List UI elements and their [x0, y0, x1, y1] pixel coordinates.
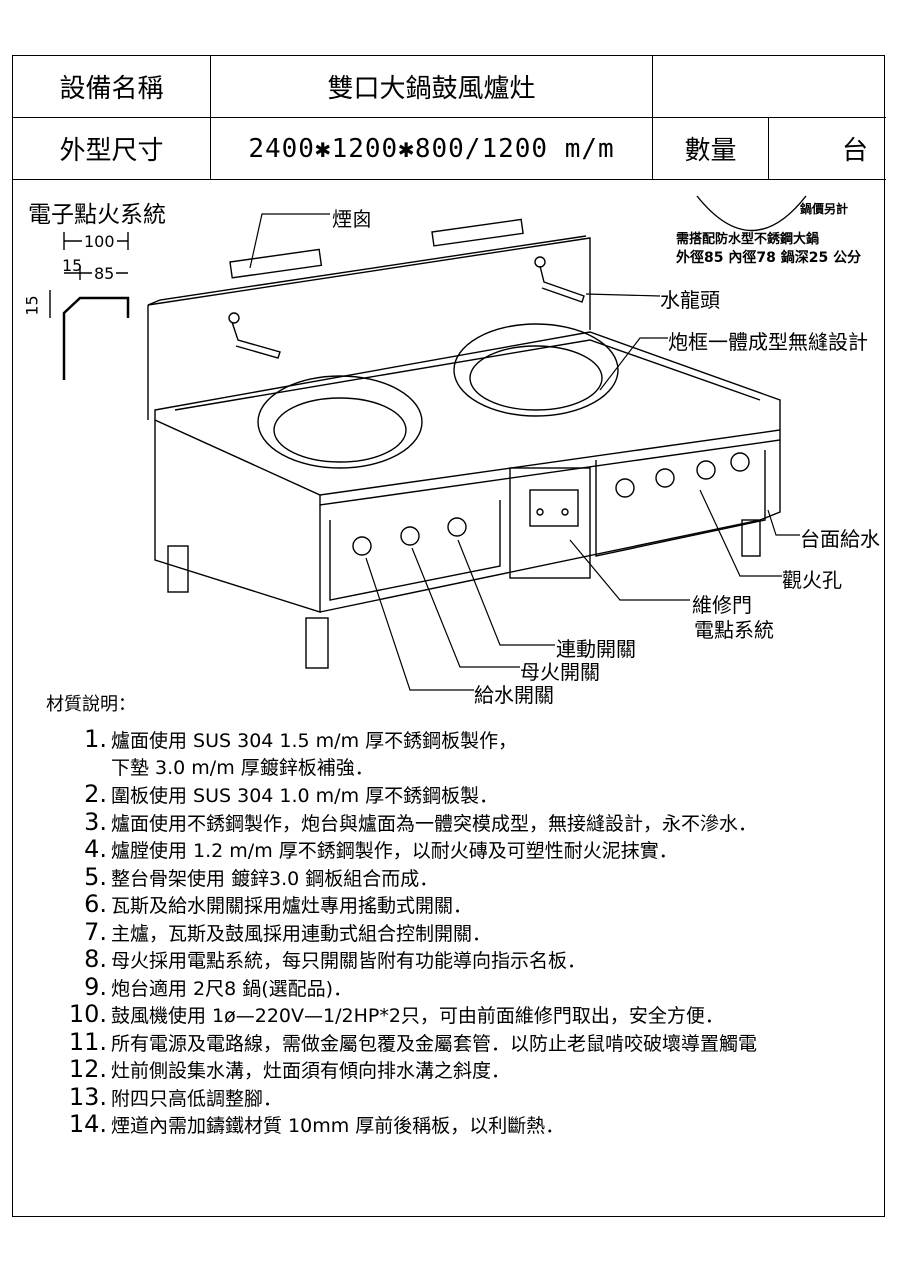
wok-curve	[696, 195, 807, 231]
materials-list: 1.爐面使用 SUS 304 1.5 m/m 厚不銹鋼板製作， 下墊 3.0 m…	[62, 725, 882, 1138]
quantity-label: 數量	[652, 118, 768, 179]
stove-drawing	[49, 195, 807, 691]
leg-3	[741, 519, 761, 557]
faucet-left	[228, 312, 281, 359]
label-service-door: 維修門	[692, 593, 752, 617]
ignition-system-title: 電子點火系統	[28, 202, 166, 228]
label-ignition: 電點系統	[694, 618, 774, 642]
list-item: 12.灶前側設集水溝，灶面須有傾向排水溝之斜度．	[68, 1055, 511, 1083]
dim-15-top: 15	[62, 256, 83, 275]
equipment-name-label: 設備名稱	[59, 74, 164, 104]
list-item: 4.爐膛使用 1.2 m/m 厚不銹鋼製作，以耐火磚及可塑性耐火泥抹實．	[84, 835, 678, 863]
list-item: 1.爐面使用 SUS 304 1.5 m/m 厚不銹鋼板製作，	[84, 725, 518, 753]
ignition-panel	[529, 489, 579, 527]
spec-sheet: 設備名稱 雙口大鍋鼓風爐灶 外型尺寸 2400✱1200✱800/1200 m/…	[12, 55, 886, 1217]
dimensions-label: 外型尺寸	[59, 136, 164, 166]
label-frame: 炮框一體成型無縫設計	[668, 330, 868, 354]
materials-title: 材質說明：	[46, 694, 136, 715]
label-counter-water: 台面給水	[800, 527, 880, 551]
wok-spec-line1: 需搭配防水型不銹鋼大鍋	[676, 232, 820, 247]
leg-1	[167, 545, 189, 593]
wok-price-note: 鍋價另計	[800, 202, 849, 216]
dim-100: 100	[82, 232, 117, 251]
quantity-unit: 台	[768, 118, 886, 179]
chimney-right	[431, 218, 524, 247]
dim-85: 85	[92, 264, 117, 283]
list-item: 7.主爐，瓦斯及鼓風採用連動式組合控制開關．	[84, 917, 492, 946]
dimension-sketch	[49, 232, 130, 380]
label-peephole: 觀火孔	[782, 568, 842, 592]
wok-right	[453, 323, 619, 417]
dim-15-side: 15	[22, 295, 42, 316]
list-item: 下墊 3.0 m/m 厚鍍鋅板補強．	[111, 756, 374, 779]
leg-2	[305, 617, 329, 669]
label-water-switch: 給水開關	[474, 683, 554, 707]
list-item: 3.爐面使用不銹鋼製作，炮台與爐面為一體突模成型，無接縫設計，永不滲水．	[84, 807, 758, 836]
knob-linked	[447, 517, 467, 537]
dimensions-value: 2400✱1200✱800/1200 m/m	[210, 118, 652, 179]
chimney-left	[229, 248, 323, 279]
list-item: 9.炮台適用 2尺8 鍋(選配品)．	[84, 972, 353, 1001]
knob-water	[352, 536, 372, 556]
list-item: 10.鼓風機使用 1ø—220V—1/2HP*2只，可由前面維修門取出，安全方便…	[68, 1000, 724, 1028]
header-row-size: 外型尺寸 2400✱1200✱800/1200 m/m 數量 台	[13, 118, 886, 180]
service-door	[509, 467, 591, 579]
label-faucet: 水龍頭	[660, 288, 720, 312]
list-item: 2.圍板使用 SUS 304 1.0 m/m 厚不銹鋼板製．	[84, 780, 499, 808]
blank-cell	[652, 56, 886, 117]
equipment-name-value: 雙口大鍋鼓風爐灶	[210, 56, 652, 117]
list-item: 14.煙道內需加鑄鐵材質 10mm 厚前後稱板，以利斷熱．	[68, 1110, 565, 1138]
label-pilot-switch: 母火開關	[520, 660, 600, 684]
label-linked-switch: 連動開關	[556, 637, 636, 661]
list-item: 6.瓦斯及給水開關採用爐灶專用搖動式開關．	[84, 890, 473, 918]
label-chimney: 煙囪	[332, 207, 372, 231]
list-item: 5.整台骨架使用 鍍鋅3.0 鋼板組合而成．	[84, 862, 439, 891]
header-row-name: 設備名稱 雙口大鍋鼓風爐灶	[13, 56, 886, 118]
list-item: 13.附四只高低調整腳．	[68, 1082, 283, 1111]
knob-pilot	[400, 526, 420, 546]
list-item: 11.所有電源及電路線，需做金屬包覆及金屬套管．以防止老鼠啃咬破壞導置觸電	[68, 1027, 758, 1056]
leader-lines	[249, 213, 800, 691]
wok-spec-line2: 外徑85 內徑78 鍋深25 公分	[676, 250, 862, 266]
wok-left	[257, 375, 423, 469]
list-item: 8.母火採用電點系統，每只開關皆附有功能導向指示名板．	[84, 945, 587, 973]
faucet-right	[534, 256, 585, 303]
